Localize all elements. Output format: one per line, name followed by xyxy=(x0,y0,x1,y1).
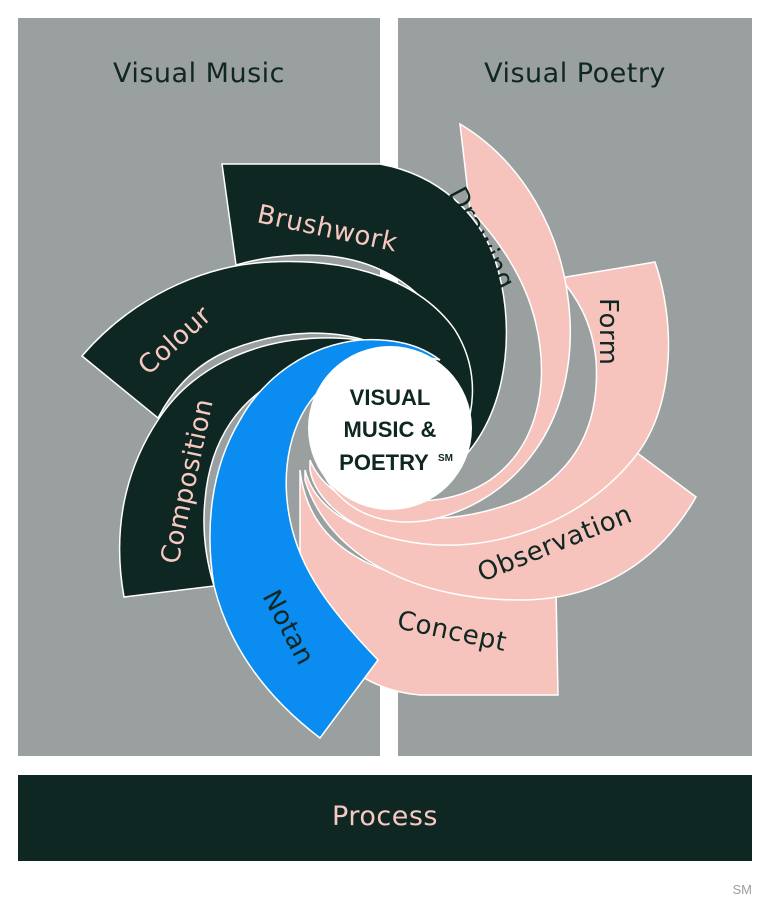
center-circle xyxy=(308,346,472,510)
service-mark: SM xyxy=(732,882,753,897)
process-label: Process xyxy=(332,801,438,832)
petal-form xyxy=(309,261,670,546)
petal-drawing xyxy=(317,122,572,523)
center-line-1: VISUAL xyxy=(350,385,431,410)
visual-poetry-title: Visual Poetry xyxy=(484,58,666,89)
label-form: Form xyxy=(593,298,623,366)
center-line-3: POETRY xyxy=(339,450,429,475)
center-superscript: SM xyxy=(438,453,453,464)
visual-music-title: Visual Music xyxy=(112,58,285,89)
process-bar: Process xyxy=(18,775,752,861)
center-line-2: MUSIC & xyxy=(344,417,437,442)
